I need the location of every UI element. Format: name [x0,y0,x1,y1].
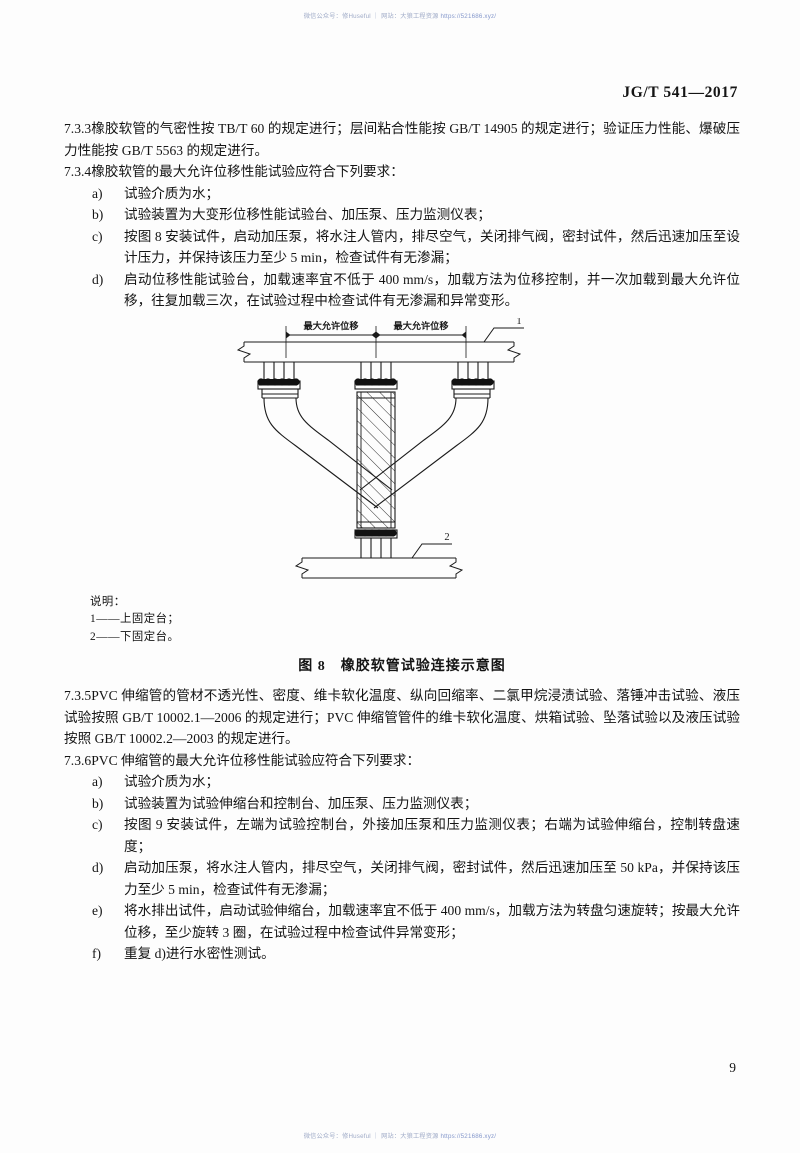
bolt-group-center-bottom [354,528,397,537]
clause-7-3-5: 7.3.5PVC 伸缩管的管材不透光性、密度、维卡软化温度、纵向回缩率、二氯甲烷… [64,685,740,750]
document-body: 7.3.3橡胶软管的气密性按 TB/T 60 的规定进行；层间粘合性能按 GB/… [64,118,740,965]
list-item: b) 试验装置为试验伸缩台和控制台、加压泵、压力监测仪表； [64,793,740,815]
list-item-text: 试验介质为水； [124,774,220,789]
list-item-text: 试验介质为水； [124,185,220,201]
specimen-column [356,390,396,529]
list-item-label: b) [92,795,104,811]
legend-item: 1——上固定台； [90,613,180,625]
watermark-bottom: 微信公众号：修Huseful ｜ 网站：大狼工程资源 https://52168… [0,1131,800,1140]
callout-2-label: 2 [444,532,449,543]
list-item-label: e) [92,903,103,918]
clause-number: 7.3.6 [64,752,92,768]
bolt-group-left [257,377,300,386]
figure-caption: 图 8 橡胶软管试验连接示意图 [298,659,506,674]
list-item: a) 试验介质为水； [64,771,740,793]
list-item: a) 试验介质为水； [64,183,740,205]
clause-number: 7.3.5 [64,688,92,703]
clause-7-3-6: 7.3.6PVC 伸缩管的最大允许位移性能试验应符合下列要求： [64,750,740,772]
clause-number: 7.3.3 [64,121,92,136]
list-item-label: c) [92,228,103,244]
list-item-text: 将水排出试件，启动试验伸缩台，加载速率宜不低于 400 mm/s，加载方法为转盘… [124,903,740,940]
clause-text: 橡胶软管的最大允许位移性能试验应符合下列要求： [91,164,404,179]
list-item-text: 按图 9 安装试件，左端为试验控制台，外接加压泵和压力监测仪表；右端为试验伸缩台… [124,817,740,854]
watermark-url: https://521686.xyz/ [440,1133,497,1140]
list-item: f) 重复 d)进行水密性测试。 [64,943,740,965]
list-item: d) 启动加压泵，将水注人管内，排尽空气，关闭排气阀，密封试件，然后迅速加压至 … [64,857,740,900]
list-item-text: 启动加压泵，将水注人管内，排尽空气，关闭排气阀，密封试件，然后迅速加压至 50 … [124,860,740,897]
list-item-text: 按图 8 安装试件，启动加压泵，将水注人管内，排尽空气，关闭排气阀，密封试件，然… [124,228,740,266]
watermark-url: https://521686.xyz/ [440,13,497,20]
list-item: c) 按图 9 安装试件，左端为试验控制台，外接加压泵和压力监测仪表；右端为试验… [64,814,740,857]
clause-7-3-3: 7.3.3橡胶软管的气密性按 TB/T 60 的规定进行；层间粘合性能按 GB/… [64,118,740,161]
list-item-label: d) [92,271,104,287]
watermark-text: 微信公众号：修Huseful ｜ 网站：大狼工程资源 [303,1133,439,1140]
clause-text: 橡胶软管的气密性按 TB/T 60 的规定进行；层间粘合性能按 GB/T 149… [64,121,740,158]
dimension-label-left: 最大允许位移 [303,320,359,331]
list-item-label: f) [92,946,102,961]
figure-legend: 说明： 1——上固定台； 2——下固定台。 [90,594,740,647]
list-item: c) 按图 8 安装试件，启动加压泵，将水注人管内，排尽空气，关闭排气阀，密封试… [64,226,740,269]
list-item: b) 试验装置为大变形位移性能试验台、加压泵、压力监测仪表； [64,204,740,226]
list-item-label: a) [92,185,103,201]
clause-7-3-4: 7.3.4橡胶软管的最大允许位移性能试验应符合下列要求： [64,161,740,183]
list-item-label: c) [92,817,103,832]
figure-8: 最大允许位移 最大允许位移 [64,318,740,592]
dimension-label-right: 最大允许位移 [393,320,449,331]
page-number: 9 [729,1060,736,1075]
clause-text: PVC 伸缩管的管材不透光性、密度、维卡软化温度、纵向回缩率、二氯甲烷浸渍试验、… [64,688,740,746]
page-header-standard-code: JG/T 541—2017 [622,84,738,101]
legend-item: 2——下固定台。 [90,630,180,643]
legend-title: 说明： [90,595,126,608]
list-item: d) 启动位移性能试验台，加载速率宜不低于 400 mm/s，加载方法为位移控制… [64,269,740,312]
list-item-label: d) [92,860,104,875]
watermark-text: 微信公众号：修Huseful ｜ 网站：大狼工程资源 [303,13,439,20]
clause-text: PVC 伸缩管的最大允许位移性能试验应符合下列要求： [91,752,421,768]
list-item-label: a) [92,774,103,789]
bolt-group-right [451,377,494,386]
watermark-top: 微信公众号：修Huseful ｜ 网站：大狼工程资源 https://52168… [0,11,800,20]
list-item-text: 试验装置为大变形位移性能试验台、加压泵、压力监测仪表； [124,207,492,222]
list-item-text: 启动位移性能试验台，加载速率宜不低于 400 mm/s，加载方法为位移控制，并一… [124,271,740,309]
figure-8-drawing: 最大允许位移 最大允许位移 [236,318,524,579]
list-item-text: 重复 d)进行水密性测试。 [124,946,275,961]
list-item: e) 将水排出试件，启动试验伸缩台，加载速率宜不低于 400 mm/s，加载方法… [64,900,740,943]
clause-number: 7.3.4 [64,164,92,179]
list-item-label: b) [92,207,104,222]
callout-1-label: 1 [516,318,521,327]
bolt-group-center-top [354,377,397,386]
list-item-text: 试验装置为试验伸缩台和控制台、加压泵、压力监测仪表； [124,795,478,811]
